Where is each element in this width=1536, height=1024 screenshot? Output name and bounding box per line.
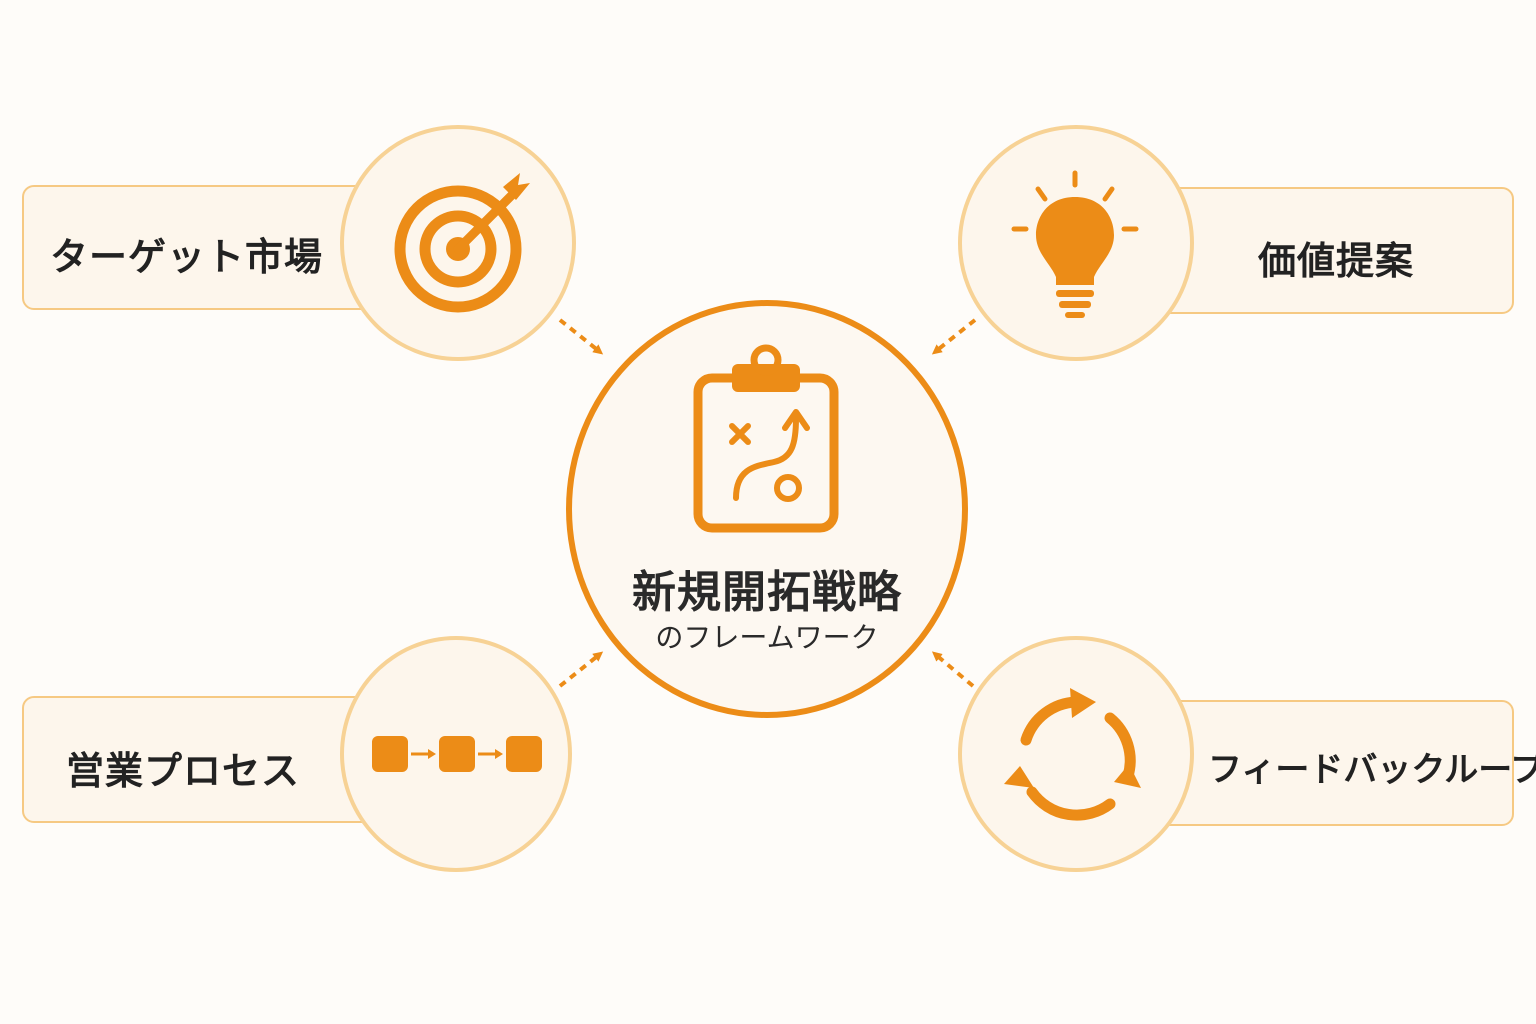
sales-process-label: 営業プロセス bbox=[66, 749, 301, 793]
value-proposition-circle bbox=[958, 125, 1194, 361]
arrow-feedback-to-center bbox=[931, 651, 975, 688]
target-icon bbox=[394, 173, 530, 313]
cycle-icon bbox=[1004, 688, 1141, 821]
sales-process-circle bbox=[340, 636, 572, 872]
center-circle: 新規開拓戦略 のフレームワーク bbox=[566, 300, 968, 718]
clipboard-strategy-icon bbox=[693, 344, 839, 533]
target-market-label: ターゲット市場 bbox=[50, 235, 324, 279]
arrow-value-to-center bbox=[931, 318, 977, 355]
center-title: 新規開拓戦略 bbox=[632, 567, 902, 618]
lightbulb-icon bbox=[1011, 170, 1139, 318]
feedback-loop-label: フィードバックループ bbox=[1208, 750, 1536, 790]
feedback-loop-circle bbox=[958, 636, 1194, 872]
value-proposition-label: 価値提案 bbox=[1258, 239, 1415, 283]
arrow-process-to-center bbox=[558, 651, 604, 688]
process-flow-icon bbox=[372, 736, 542, 772]
center-subtitle: のフレームワーク bbox=[655, 621, 879, 654]
arrow-target-to-center bbox=[558, 318, 604, 355]
target-market-circle bbox=[340, 125, 576, 361]
